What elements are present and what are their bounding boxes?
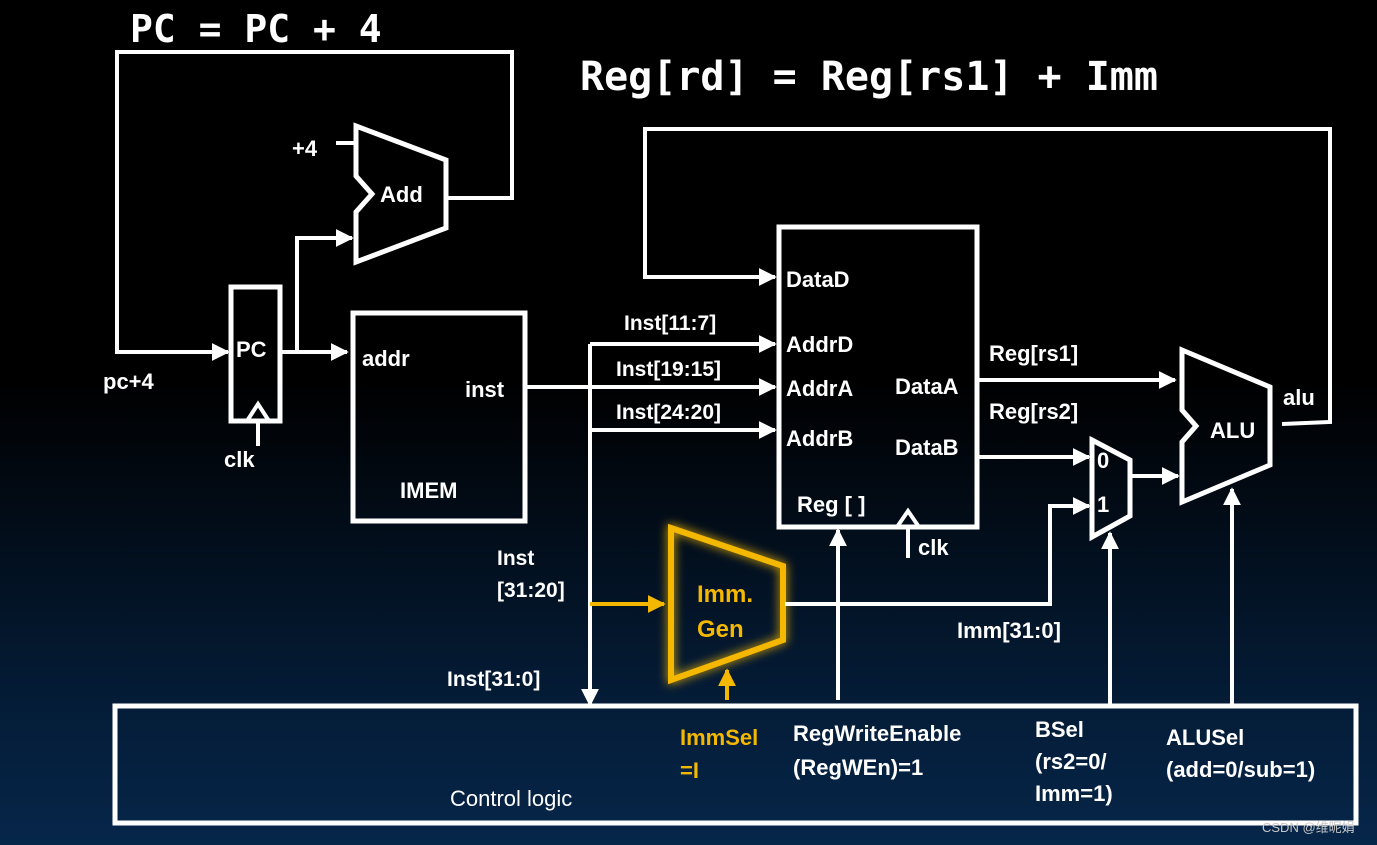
inst-imm-label-2: [31:20] bbox=[497, 579, 565, 602]
csdn-watermark: CSDN @维昵娟 bbox=[1262, 820, 1355, 835]
inst-rd-label: Inst[11:7] bbox=[624, 312, 716, 335]
alu-label: ALU bbox=[1210, 418, 1255, 443]
immgen-label-1: Imm. bbox=[697, 581, 753, 608]
register-file bbox=[776, 224, 980, 530]
alu-writeback-wire bbox=[643, 127, 1332, 426]
pc-to-adder-wire bbox=[282, 229, 354, 354]
control-logic-title: Control logic bbox=[450, 786, 572, 811]
control-logic-block bbox=[112, 703, 1359, 826]
regfile-addra-label: AddrA bbox=[786, 376, 853, 401]
pc-clk-label: clk bbox=[224, 447, 255, 472]
inst-rs2-label: Inst[24:20] bbox=[616, 401, 721, 424]
regfile-addrd-label: AddrD bbox=[786, 332, 853, 357]
inst-rs1-label: Inst[19:15] bbox=[616, 358, 721, 381]
alu-out-label: alu bbox=[1283, 385, 1315, 410]
pc-register bbox=[228, 284, 283, 424]
plus4-label: +4 bbox=[292, 136, 318, 161]
imm-label: Imm[31:0] bbox=[957, 618, 1061, 643]
regfile-datad-label: DataD bbox=[786, 267, 850, 292]
regfile-title: Reg [ ] bbox=[797, 492, 865, 517]
bsel-label-2: (rs2=0/ bbox=[1035, 749, 1107, 774]
bsel-label-1: BSel bbox=[1035, 717, 1084, 742]
immsel-label-1: ImmSel bbox=[680, 725, 758, 750]
regwen-label-2: (RegWEn)=1 bbox=[793, 755, 923, 780]
pc-clock-triangle bbox=[245, 400, 271, 423]
imem-addr-label: addr bbox=[362, 346, 410, 371]
immsel-label-2: =I bbox=[680, 758, 699, 783]
immgen-unit bbox=[668, 523, 786, 685]
regfile-clk-label: clk bbox=[918, 535, 949, 560]
alusel-label-1: ALUSel bbox=[1166, 725, 1244, 750]
bsel-mux bbox=[1089, 435, 1133, 542]
regfile-dataa-label: DataA bbox=[895, 374, 959, 399]
regfile-clock-triangle bbox=[895, 507, 921, 529]
imem-inst-label: inst bbox=[465, 377, 505, 402]
pc-plus4-label: pc+4 bbox=[103, 369, 155, 394]
mux-in0-label: 0 bbox=[1097, 448, 1109, 473]
imem-title: IMEM bbox=[400, 478, 457, 503]
mux-in1-label: 1 bbox=[1097, 492, 1109, 517]
alu-unit bbox=[1179, 346, 1273, 506]
reg-rs2-label: Reg[rs2] bbox=[989, 399, 1078, 424]
regfile-addrb-label: AddrB bbox=[786, 426, 853, 451]
inst-imm-label-1: Inst bbox=[497, 547, 534, 570]
regwen-label-1: RegWriteEnable bbox=[793, 721, 961, 746]
bsel-label-3: Imm=1) bbox=[1035, 781, 1113, 806]
regfile-datab-label: DataB bbox=[895, 435, 959, 460]
pc-plus4-feedback-wire bbox=[115, 50, 514, 361]
imm-to-mux-wire bbox=[785, 497, 1091, 606]
immgen-label-2: Gen bbox=[697, 616, 744, 643]
alusel-label-2: (add=0/sub=1) bbox=[1166, 757, 1315, 782]
pc-label: PC bbox=[236, 337, 267, 362]
reg-rs1-label: Reg[rs1] bbox=[989, 341, 1078, 366]
inst-full-label: Inst[31:0] bbox=[447, 668, 540, 691]
pc-equation-heading: PC = PC + 4 bbox=[130, 7, 382, 51]
imem-block bbox=[350, 310, 528, 524]
reg-equation-heading: Reg[rd] = Reg[rs1] + Imm bbox=[580, 54, 1158, 100]
adder-label: Add bbox=[380, 182, 423, 207]
adder-unit bbox=[353, 122, 449, 266]
